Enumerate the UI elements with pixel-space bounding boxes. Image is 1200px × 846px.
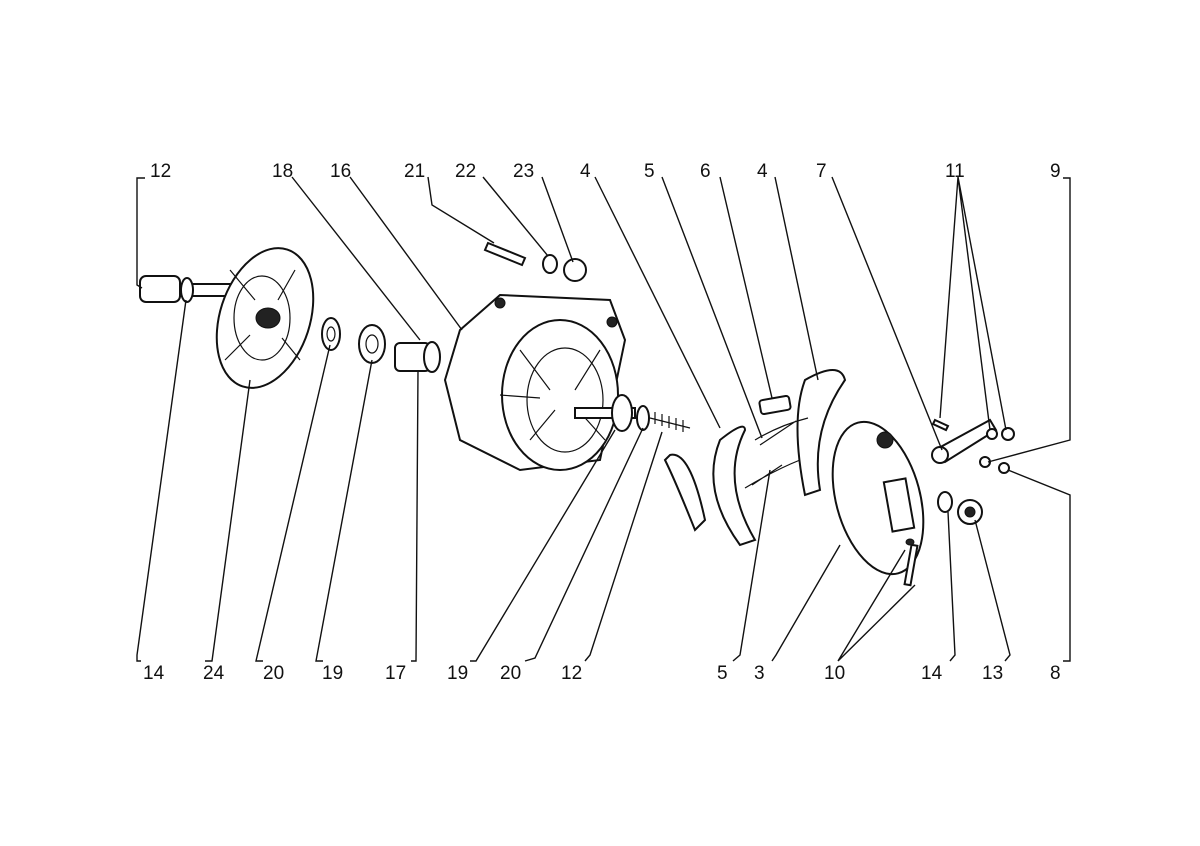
callout-11: 11 <box>945 161 965 182</box>
callout-7: 7 <box>816 161 827 182</box>
hub-axle-assembly <box>139 247 315 389</box>
callout-4b: 4 <box>757 161 768 182</box>
stud-nut-washer <box>483 241 587 282</box>
lever-and-nuts <box>931 418 1015 525</box>
callout-21: 21 <box>404 161 425 182</box>
callout-16: 16 <box>330 161 351 182</box>
callout-24: 24 <box>203 663 225 684</box>
callout-10: 10 <box>824 663 845 684</box>
callout-5: 5 <box>644 161 655 182</box>
callout-23: 23 <box>513 161 534 182</box>
callout-5b: 5 <box>717 663 728 684</box>
top-callouts: 12 18 16 21 22 23 4 5 6 4 7 11 9 <box>150 161 1061 182</box>
backing-plate <box>831 420 925 587</box>
callout-6: 6 <box>700 161 711 182</box>
bearings-washers-left <box>321 317 441 373</box>
brake-shoes <box>663 369 847 547</box>
callout-19b: 19 <box>447 663 468 684</box>
leader-lines <box>136 176 1071 662</box>
bottom-callouts: 14 24 20 19 17 19 20 12 5 3 10 14 13 8 <box>143 663 1061 684</box>
callout-14: 14 <box>143 663 165 684</box>
callout-22: 22 <box>455 161 476 182</box>
callout-20: 20 <box>263 663 284 684</box>
callout-19: 19 <box>322 663 343 684</box>
callout-20b: 20 <box>500 663 521 684</box>
springs-cam <box>744 394 809 489</box>
brake-drum <box>443 293 691 472</box>
callout-14b: 14 <box>921 663 943 684</box>
callout-17: 17 <box>385 663 406 684</box>
callout-3: 3 <box>754 663 765 684</box>
callout-13: 13 <box>982 663 1003 684</box>
callout-12: 12 <box>150 161 171 182</box>
callout-18: 18 <box>272 161 293 182</box>
callout-12b: 12 <box>561 663 582 684</box>
callout-9: 9 <box>1050 161 1061 182</box>
callout-4: 4 <box>580 161 591 182</box>
callout-8: 8 <box>1050 663 1061 684</box>
